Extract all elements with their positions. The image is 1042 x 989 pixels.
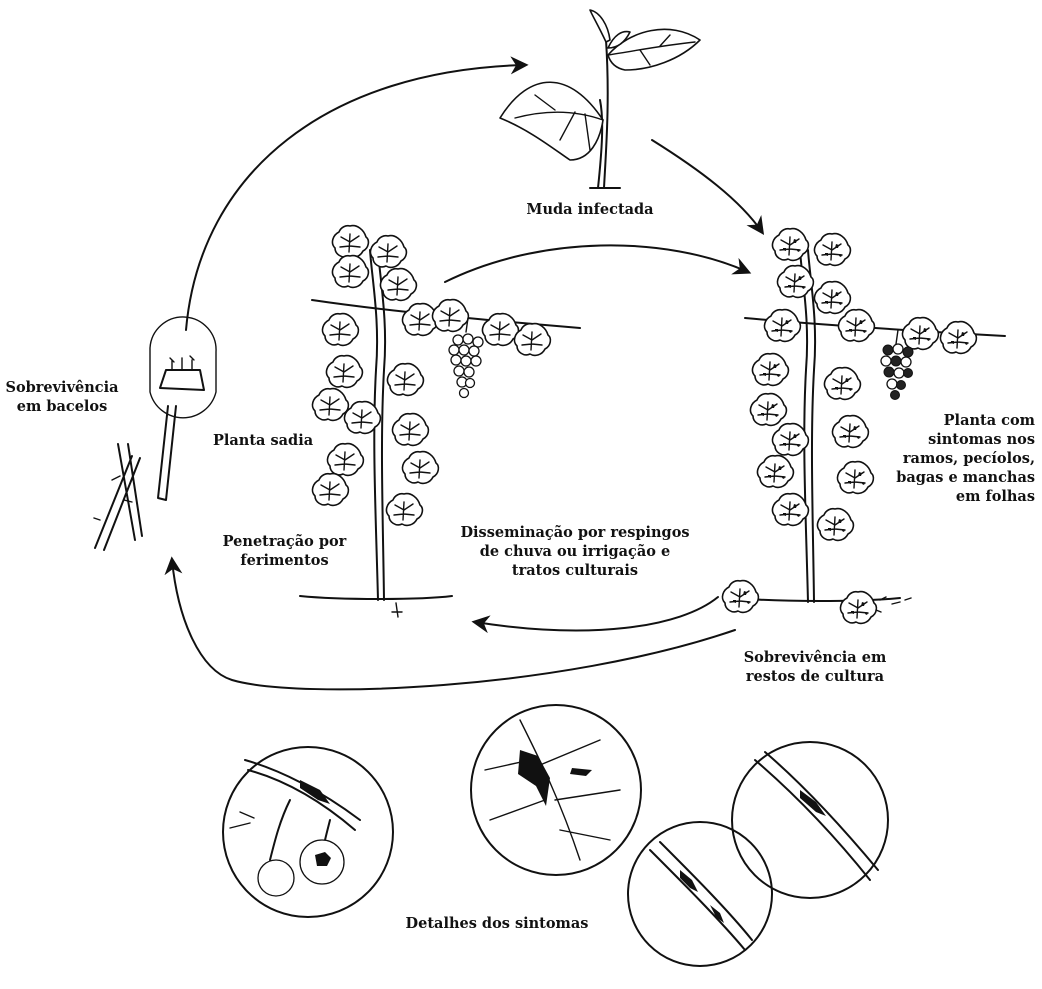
arrow-muda-to-symptomatic bbox=[652, 140, 762, 232]
label-disseminacao: Disseminação por respingos de chuva ou i… bbox=[455, 523, 695, 580]
label-line: bagas e manchas bbox=[870, 468, 1035, 487]
label-line: Detalhes dos sintomas bbox=[392, 914, 602, 933]
label-sobrevivencia-restos: Sobrevivência em restos de cultura bbox=[735, 648, 895, 686]
label-line: Sobrevivência bbox=[2, 378, 122, 397]
label-planta-sadia: Planta sadia bbox=[213, 431, 313, 450]
label-line: ferimentos bbox=[222, 551, 347, 570]
label-line: de chuva ou irrigação e bbox=[455, 542, 695, 561]
label-line: Disseminação por respingos bbox=[455, 523, 695, 542]
stem-lesion-icon bbox=[628, 822, 772, 966]
label-penetracao: Penetração por ferimentos bbox=[222, 532, 347, 570]
label-line: Planta sadia bbox=[213, 431, 313, 450]
cuttings-icon bbox=[94, 317, 216, 550]
arrow-dissemination bbox=[475, 597, 718, 630]
label-line: em folhas bbox=[870, 487, 1035, 506]
label-sobrevivencia-bacelos: Sobrevivência em bacelos bbox=[2, 378, 122, 416]
arrow-bacelos-to-muda bbox=[186, 65, 525, 330]
label-detalhes: Detalhes dos sintomas bbox=[392, 914, 602, 933]
label-line: ramos, pecíolos, bbox=[870, 449, 1035, 468]
label-planta-sintomas: Planta com sintomas nos ramos, pecíolos,… bbox=[870, 411, 1035, 506]
label-line: sintomas nos bbox=[870, 430, 1035, 449]
label-line: restos de cultura bbox=[735, 667, 895, 686]
label-line: Penetração por bbox=[222, 532, 347, 551]
leaf-lesion-icon bbox=[471, 705, 641, 875]
seedling-icon bbox=[500, 10, 700, 188]
label-muda-infectada: Muda infectada bbox=[520, 200, 660, 219]
label-line: em bacelos bbox=[2, 397, 122, 416]
label-line: Planta com bbox=[870, 411, 1035, 430]
stem-lesion-icon bbox=[223, 747, 393, 917]
arrow-healthy-to-symptomatic bbox=[445, 245, 748, 282]
label-line: tratos culturais bbox=[455, 561, 695, 580]
label-line: Muda infectada bbox=[520, 200, 660, 219]
stem-lesion-icon bbox=[732, 742, 888, 898]
label-line: Sobrevivência em bbox=[735, 648, 895, 667]
